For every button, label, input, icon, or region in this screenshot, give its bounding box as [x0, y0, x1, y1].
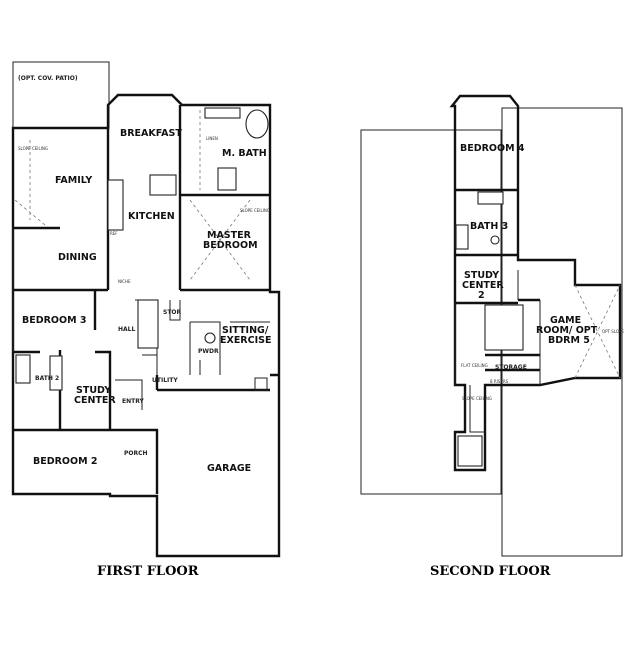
master-tub	[245, 109, 269, 139]
game-label-3: BDRM 5	[548, 335, 590, 346]
stairs-first	[137, 299, 159, 349]
bedroom3-label: BEDROOM 3	[22, 315, 86, 326]
second-floor-interior-walls	[455, 188, 540, 372]
stor-label: STOR	[163, 309, 182, 316]
master-shower	[217, 167, 237, 191]
family-label: FAMILY	[55, 175, 92, 186]
bath3-vanity	[477, 191, 504, 205]
game-label-2: ROOM/ OPT	[536, 325, 598, 336]
opt-slope-note: OPT SLOPE	[602, 329, 624, 334]
slope-note-2: SLOPE CEILING	[240, 208, 270, 213]
balcony-box	[457, 435, 483, 467]
bath2-tub	[15, 354, 31, 384]
porch-label: PORCH	[124, 450, 148, 457]
breakfast-label: BREAKFAST	[120, 128, 182, 139]
ceiling-dashes	[14, 110, 251, 281]
bedroom2-label: BEDROOM 2	[33, 456, 97, 467]
exercise-label: EXERCISE	[220, 335, 271, 346]
first-floor-outer-wall	[11, 93, 281, 558]
master-label: MASTER	[207, 230, 252, 241]
study2-label-3: 2	[478, 290, 485, 301]
kitchen-label: KITCHEN	[128, 211, 175, 222]
ref-note: REF	[110, 231, 118, 236]
pwdr-toilet	[204, 332, 216, 344]
study-center-label: CENTER	[74, 395, 116, 406]
m-bath-label: M. BATH	[222, 148, 267, 159]
kitchen-counter	[107, 179, 124, 231]
niche-note: NICHE	[118, 279, 131, 284]
second-floor-thin-walls	[454, 270, 541, 433]
storage-label: STORAGE	[495, 364, 527, 371]
dining-label: DINING	[58, 252, 97, 263]
slope-ceiling-note: SLOPE CEILING	[462, 396, 492, 401]
risers-note: 8 RISERS	[490, 379, 509, 384]
bath3-toilet	[490, 235, 500, 245]
entry-label: ENTRY	[122, 398, 145, 405]
bath3-label: BATH 3	[470, 221, 508, 232]
garage-label: GARAGE	[207, 463, 251, 474]
first-floor-title: FIRST FLOOR	[97, 564, 199, 579]
second-floor-title: SECOND FLOOR	[430, 564, 551, 579]
second-floor-outer-wall	[449, 94, 622, 472]
study2-label-2: CENTER	[462, 280, 504, 291]
bath2-vanity	[49, 355, 63, 391]
second-floor-dashes	[574, 284, 621, 379]
game-label-1: GAME	[550, 315, 581, 326]
sitting-label: SITTING/	[222, 325, 269, 336]
master-vanity	[204, 107, 241, 119]
kitchen-island	[149, 174, 177, 196]
study-label: STUDY	[76, 385, 111, 396]
first-floor-plan: (OPT. COV. PATIO) BREAKFAST M. BATH FAMI…	[11, 61, 281, 579]
study2-label-1: STUDY	[464, 270, 499, 281]
bath2-label: BATH 2	[35, 375, 59, 382]
bath3-tub	[455, 224, 469, 250]
hall-label: HALL	[118, 326, 135, 333]
bedroom4-label: BEDROOM 4	[460, 143, 525, 154]
patio-label: (OPT. COV. PATIO)	[18, 75, 78, 82]
patio-outline	[12, 61, 110, 129]
flat-ceiling-note: FLAT CEILING	[461, 363, 488, 368]
master-bedroom-label: BEDROOM	[203, 240, 258, 251]
stairs-second	[484, 304, 524, 351]
garage-door	[254, 377, 268, 391]
utility-label: UTILITY	[152, 377, 178, 384]
slope-note-1: SLOPE CEILING	[18, 146, 48, 151]
linen-note: LINEN	[206, 136, 218, 141]
pwdr-label: PWDR	[198, 348, 219, 355]
second-floor-plan: BEDROOM 4 BATH 3 STUDY CENTER 2 GAME ROO…	[360, 94, 624, 579]
